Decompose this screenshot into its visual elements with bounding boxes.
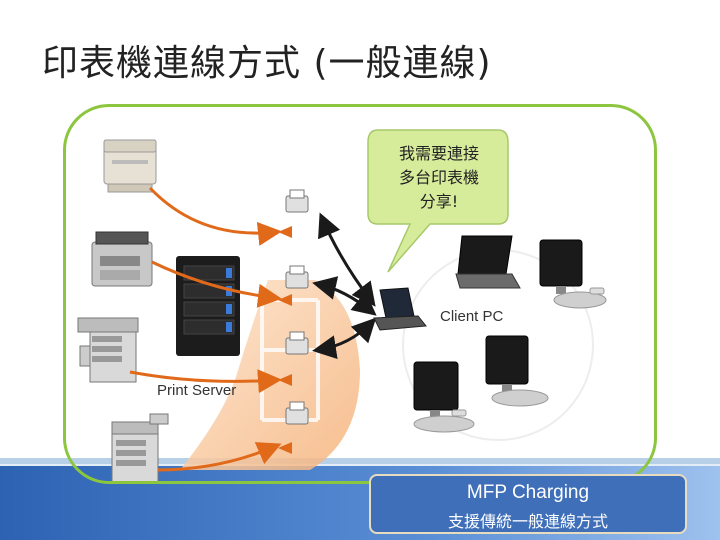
mfp-printer-icon	[91, 231, 153, 287]
printer-queue-icon-4	[278, 401, 309, 454]
mfp-charging-box: MFP Charging 支援傳統一般連線方式	[369, 474, 687, 534]
printer-queue-icon-1	[278, 189, 309, 238]
bubble-line-2: 多台印表機	[398, 168, 479, 187]
bubble-line-3: 分享!	[419, 192, 459, 211]
client-pc-label: Client PC	[440, 308, 504, 325]
mfp-subtitle: 支援傳統一般連線方式	[447, 512, 608, 531]
monitor-icon-1	[539, 239, 607, 309]
copier-large-icon-2	[111, 413, 169, 483]
monitor-icon-3	[413, 361, 475, 433]
print-server-label: Print Server	[157, 382, 237, 399]
bubble-line-1: 我需要連接	[398, 144, 479, 163]
printer-queue-icon-3	[278, 331, 309, 386]
client-print-arrows	[312, 212, 377, 360]
copier-large-icon	[77, 317, 139, 383]
laptop-icon-2	[455, 235, 521, 289]
mfp-title: MFP Charging	[466, 482, 590, 503]
speech-bubble-text: 我需要連接 多台印表機 分享!	[372, 142, 506, 214]
monitor-icon-2	[485, 335, 549, 407]
printer-queue-icon-2	[278, 265, 309, 306]
diagram-frame	[63, 104, 657, 484]
speech-bubble	[367, 129, 509, 273]
slide-title: 印表機連線方式 (一般連線)	[42, 43, 492, 84]
laser-printer-icon	[103, 139, 157, 193]
client-laptop-icon	[373, 287, 427, 331]
printer-cables	[129, 186, 282, 472]
